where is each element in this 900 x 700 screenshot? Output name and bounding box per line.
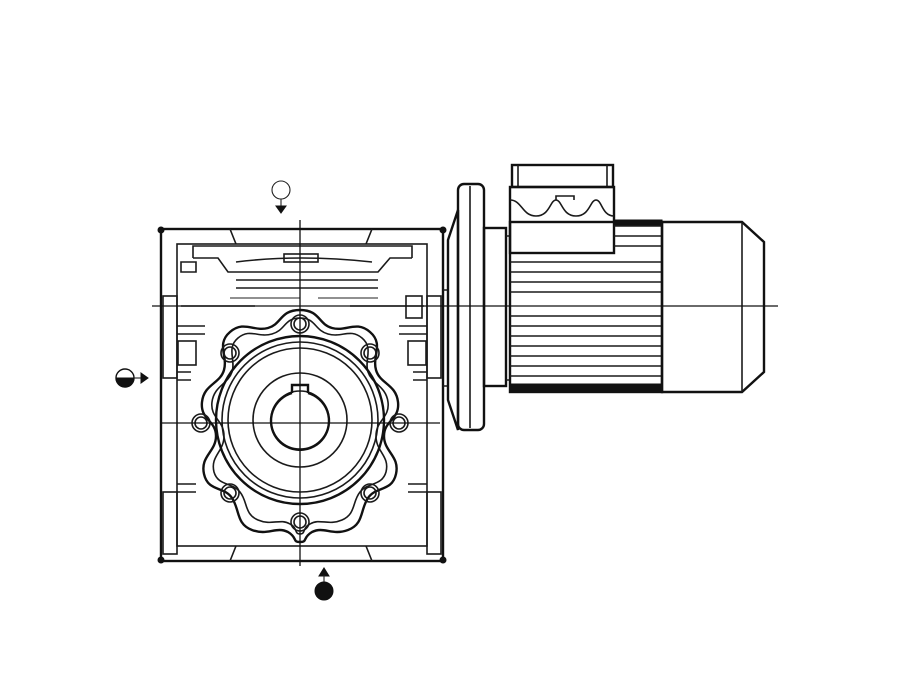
motor-adapter xyxy=(443,182,511,432)
center-lines xyxy=(152,220,778,566)
filled-circle-marker-icon xyxy=(314,567,334,601)
open-circle-marker-icon xyxy=(271,180,291,214)
electric-motor xyxy=(508,163,766,394)
half-filled-circle-marker-icon xyxy=(115,368,149,388)
